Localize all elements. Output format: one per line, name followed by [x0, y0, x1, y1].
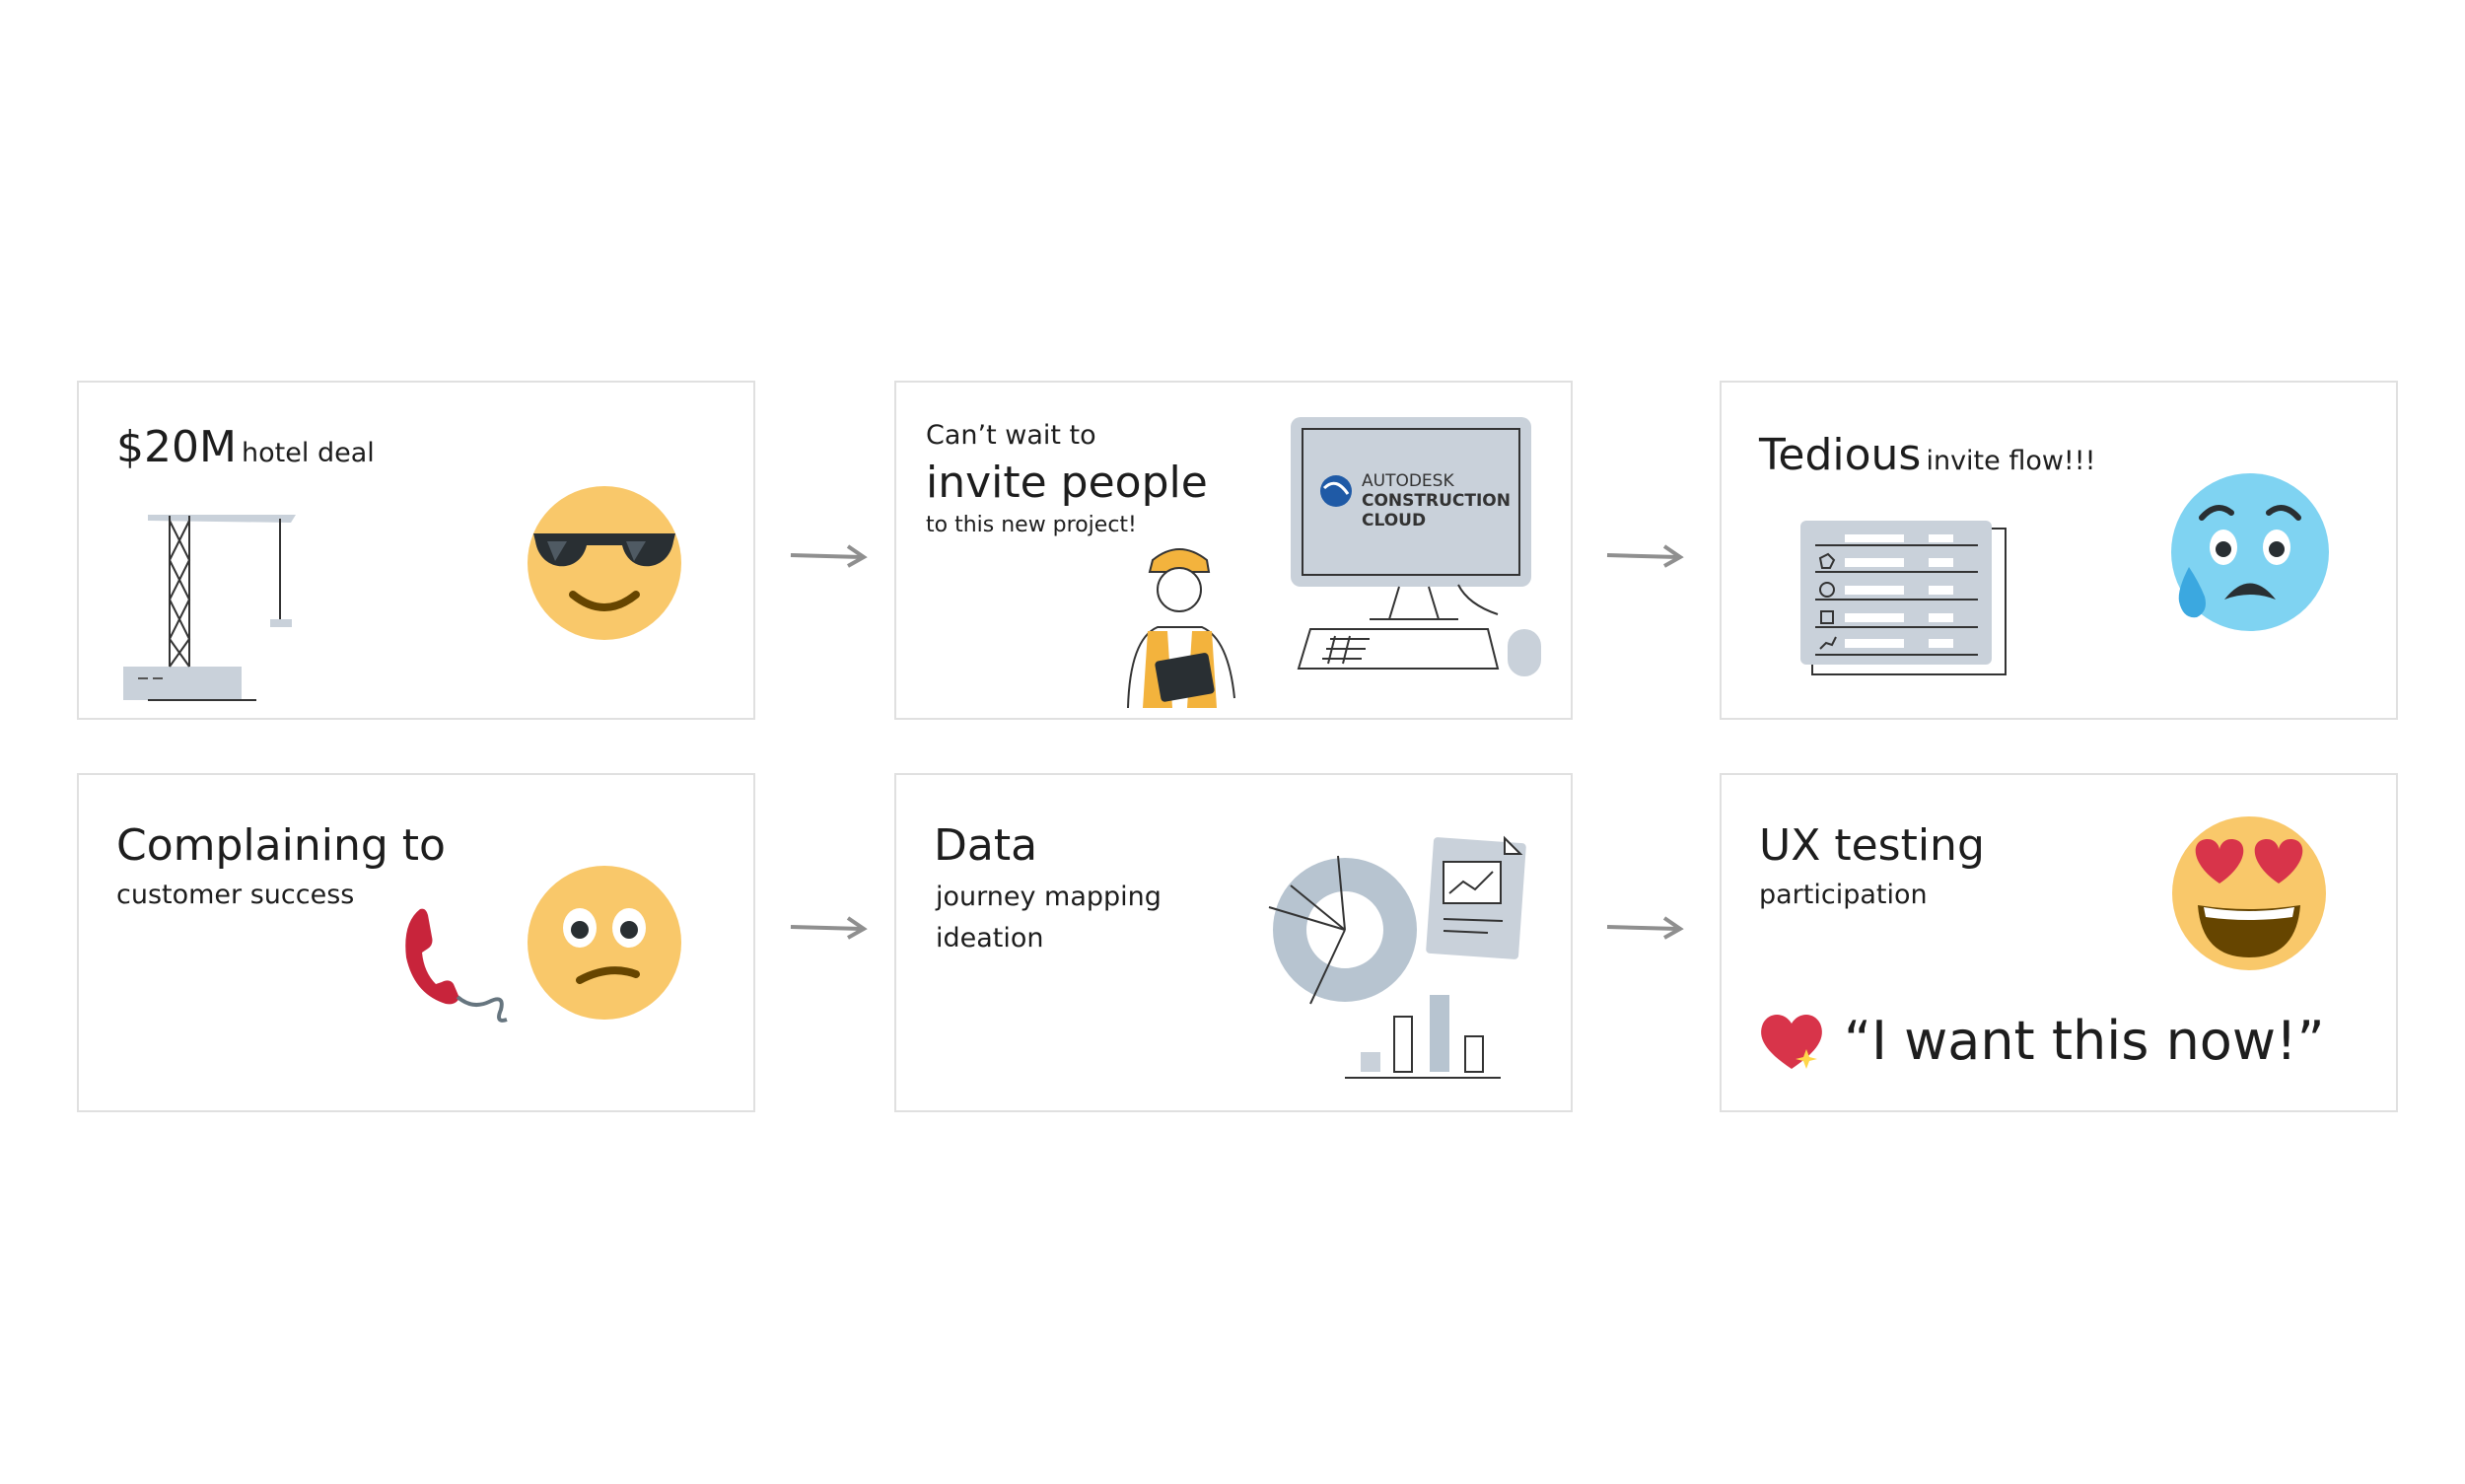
computer-monitor-icon: AUTODESK CONSTRUCTION CLOUD: [1291, 417, 1541, 676]
deal-amount: $20M: [116, 422, 237, 472]
ux-subtitle: participation: [1759, 880, 1928, 910]
report-document-icon: [1426, 835, 1526, 959]
sparkling-heart-icon: [1761, 1015, 1822, 1069]
telephone-receiver-icon: [405, 908, 508, 1023]
crane-icon: [123, 515, 296, 701]
hotel-deal-card: $20M hotel deal: [77, 381, 755, 720]
card-title: Tedious invite flow!!!: [1759, 430, 2095, 480]
bar-chart-icon: [1345, 995, 1501, 1079]
complaining-card: Complaining to customer success: [77, 773, 755, 1112]
tedious-title: Tedious: [1759, 430, 1922, 480]
deal-label: hotel deal: [242, 438, 375, 468]
arrow-right-icon: [1606, 544, 1684, 568]
monitor-brand-line-1: AUTODESK: [1362, 471, 1454, 491]
arrow-right-icon: [1606, 916, 1684, 940]
data-line-2: ideation: [936, 923, 1044, 954]
complaining-title: Complaining to: [116, 820, 446, 871]
invite-line-2: invite people: [926, 458, 1208, 508]
complaining-subtitle: customer success: [116, 880, 355, 910]
anxious-sweat-emoji-icon: [2171, 473, 2329, 631]
arrow-right-icon: [790, 916, 868, 940]
monitor-brand-line-3: CLOUD: [1362, 511, 1426, 530]
monitor-brand-line-2: CONSTRUCTION: [1362, 491, 1511, 511]
data-line-1: journey mapping: [936, 882, 1162, 912]
ux-quote: “I want this now!”: [1844, 1010, 2325, 1072]
ux-testing-card: UX testing participation “I want this no…: [1720, 773, 2398, 1112]
ux-title: UX testing: [1759, 820, 1985, 871]
sunglasses-emoji-icon: [528, 486, 681, 640]
data-title: Data: [934, 820, 1038, 871]
tedious-flow-card: Tedious invite flow!!!: [1720, 381, 2398, 720]
arrow-right-icon: [790, 544, 868, 568]
card-title: $20M hotel deal: [116, 422, 375, 472]
donut-chart-icon: [1268, 855, 1417, 1005]
invite-people-card: Can’t wait to invite people to this new …: [894, 381, 1573, 720]
form-list-icon: [1800, 521, 2007, 675]
construction-worker-icon: [1127, 548, 1235, 709]
confused-emoji-icon: [528, 866, 681, 1020]
heart-eyes-emoji-icon: [2172, 816, 2326, 970]
invite-line-1: Can’t wait to: [926, 420, 1096, 451]
tedious-subtitle: invite flow!!!: [1926, 446, 2096, 476]
data-card: Data journey mapping ideation: [894, 773, 1573, 1112]
invite-line-3: to this new project!: [926, 513, 1137, 537]
